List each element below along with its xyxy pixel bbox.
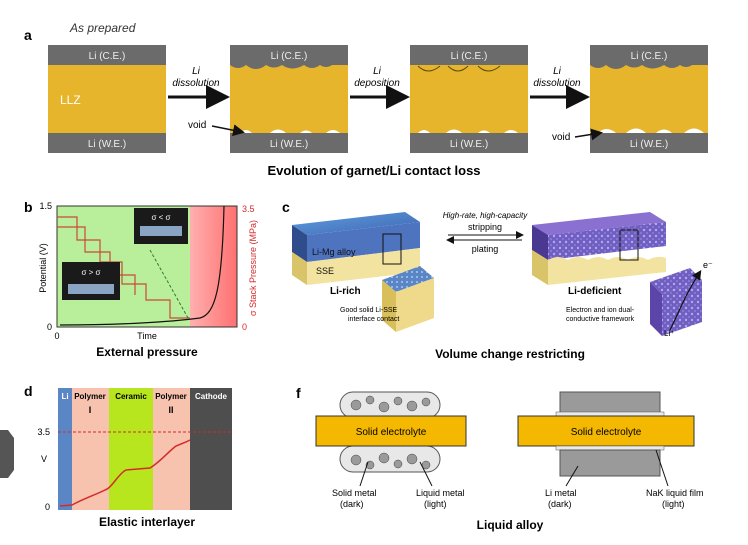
y-right-label: σ Stack Pressure (MPa) bbox=[248, 220, 258, 316]
block-after-second-dissolution: Li (C.E.) Li (W.E.) void bbox=[552, 45, 708, 153]
solid-electrolyte-label-right: Solid electrolyte bbox=[571, 427, 642, 438]
solid-electrolyte-left bbox=[315, 415, 467, 447]
step2-line1: Li bbox=[373, 66, 382, 77]
panel-c: c Li-Mg alloy SSE Li-rich Good solid Li-… bbox=[282, 199, 713, 361]
caption-a: Evolution of garnet/Li contact loss bbox=[267, 163, 480, 178]
inset-high: σ > σ bbox=[62, 262, 120, 300]
li-ce-label-2: Li (C.E.) bbox=[271, 51, 308, 62]
li-we-label: Li (W.E.) bbox=[88, 139, 126, 150]
panel-b: b σ > σ σ < σ 1.5 0 Potential (V) 3.5 0 … bbox=[24, 199, 258, 359]
layer-label-polymer-2: Polymer bbox=[155, 392, 187, 401]
layer-label-li: Li bbox=[61, 392, 68, 401]
panel-letter-a: a bbox=[24, 27, 32, 43]
layer-polymer-1 bbox=[72, 388, 109, 510]
step3-line2: dissolution bbox=[533, 78, 581, 89]
x-label: Time bbox=[137, 331, 157, 341]
y-right-max: 3.5 bbox=[242, 204, 255, 214]
caption-d: Elastic interlayer bbox=[99, 515, 195, 529]
sse-label: SSE bbox=[316, 266, 334, 276]
layer-label-cathode: Cathode bbox=[195, 392, 228, 401]
li-rich-label: Li-rich bbox=[330, 286, 361, 297]
y-label-v: V bbox=[41, 454, 47, 464]
sub-label-ii: II bbox=[168, 405, 173, 415]
solid-electrolyte-right bbox=[517, 415, 695, 447]
block-after-deposition: Li (C.E.) Li (W.E.) bbox=[410, 45, 528, 153]
nak-line1: NaK liquid film bbox=[646, 488, 704, 498]
li-ce-label: Li (C.E.) bbox=[89, 51, 126, 62]
llz-label: LLZ bbox=[60, 93, 81, 107]
inset-low-label: σ < σ bbox=[152, 213, 171, 222]
solid-electrolyte-label-left: Solid electrolyte bbox=[356, 427, 427, 438]
y-tick-3-5: 3.5 bbox=[37, 427, 50, 437]
good-contact-line2: interface contact bbox=[348, 316, 399, 323]
inset-high-label: σ > σ bbox=[82, 268, 101, 277]
inset-low: σ < σ bbox=[134, 208, 188, 244]
x-min: 0 bbox=[54, 331, 59, 341]
li-plus-label: Li⁺ bbox=[664, 329, 674, 338]
caption-c: Volume change restricting bbox=[435, 347, 585, 361]
y-left-min: 0 bbox=[47, 322, 52, 332]
nak-film-assembly: Solid electrolyte Li metal (dark) NaK li… bbox=[517, 391, 704, 509]
li-metal-line2: (dark) bbox=[548, 499, 572, 509]
caption-f: Liquid alloy bbox=[477, 518, 544, 532]
step3-line1: Li bbox=[553, 66, 562, 77]
li-we-label-4: Li (W.E.) bbox=[630, 139, 668, 150]
panel-f: f Solid electrolyte Solid metal (dark) L… bbox=[296, 385, 704, 532]
framework-line2: conductive framework bbox=[566, 316, 635, 323]
block-as-prepared: Li (C.E.) Li (W.E.) LLZ bbox=[48, 45, 166, 153]
panel-letter-b: b bbox=[24, 199, 33, 215]
step1-line1: Li bbox=[192, 66, 201, 77]
li-we-label-2: Li (W.E.) bbox=[270, 139, 308, 150]
plating-label: plating bbox=[472, 244, 499, 254]
y-tick-0: 0 bbox=[45, 502, 50, 512]
solid-metal-line2: (dark) bbox=[340, 499, 364, 509]
layer-li bbox=[58, 388, 72, 510]
framework-line1: Electron and ion dual- bbox=[566, 307, 635, 314]
liquid-metal-line2: (light) bbox=[424, 499, 447, 509]
block-li-deficient: Li-deficient Electron and ion dual- cond… bbox=[532, 212, 713, 338]
li-deficient-label: Li-deficient bbox=[568, 286, 622, 297]
layer-cathode bbox=[190, 388, 232, 510]
li-mg-alloy-label: Li-Mg alloy bbox=[312, 247, 356, 257]
solid-metal-line1: Solid metal bbox=[332, 488, 377, 498]
panel-letter-f: f bbox=[296, 385, 301, 401]
li-we-label-3: Li (W.E.) bbox=[450, 139, 488, 150]
cropped-edge-shape bbox=[0, 430, 14, 478]
block-after-dissolution: Li (C.E.) Li (W.E.) void bbox=[188, 45, 348, 153]
layer-ceramic bbox=[109, 388, 153, 510]
void-label-1: void bbox=[188, 120, 206, 131]
layer-label-polymer-1: Polymer bbox=[74, 392, 106, 401]
block-li-rich: Li-Mg alloy SSE Li-rich Good solid Li-SS… bbox=[292, 212, 434, 332]
step2-line2: deposition bbox=[354, 78, 400, 89]
sub-label-i: I bbox=[89, 405, 92, 415]
li-ce-label-4: Li (C.E.) bbox=[631, 51, 668, 62]
good-contact-line1: Good solid Li-SSE bbox=[340, 307, 398, 314]
y-right-min: 0 bbox=[242, 322, 247, 332]
stripping-label: stripping bbox=[468, 222, 502, 232]
liquid-metal-line1: Liquid metal bbox=[416, 488, 465, 498]
potential-profile bbox=[59, 439, 191, 507]
layer-label-ceramic: Ceramic bbox=[115, 392, 147, 401]
liquid-metal-assembly: Solid electrolyte Solid metal (dark) Liq… bbox=[315, 391, 467, 509]
panel-a: a As prepared Li (C.E.) Li (W.E.) LLZ Li… bbox=[24, 21, 708, 178]
void-label-2: void bbox=[552, 132, 570, 143]
panel-d: d Li Polymer Ceramic Polymer Cathode I I… bbox=[24, 383, 232, 529]
li-metal-line1: Li metal bbox=[545, 488, 577, 498]
y-left-label: Potential (V) bbox=[38, 243, 48, 293]
li-ce-label-3: Li (C.E.) bbox=[451, 51, 488, 62]
nak-line2: (light) bbox=[662, 499, 685, 509]
as-prepared-label: As prepared bbox=[69, 21, 136, 35]
panel-letter-d: d bbox=[24, 383, 33, 399]
e-label: e⁻ bbox=[703, 260, 713, 270]
caption-b: External pressure bbox=[96, 345, 198, 359]
step1-line2: dissolution bbox=[172, 78, 220, 89]
panel-letter-c: c bbox=[282, 199, 290, 215]
y-left-max: 1.5 bbox=[39, 201, 52, 211]
top-note: High-rate, high-capacity bbox=[443, 211, 528, 220]
